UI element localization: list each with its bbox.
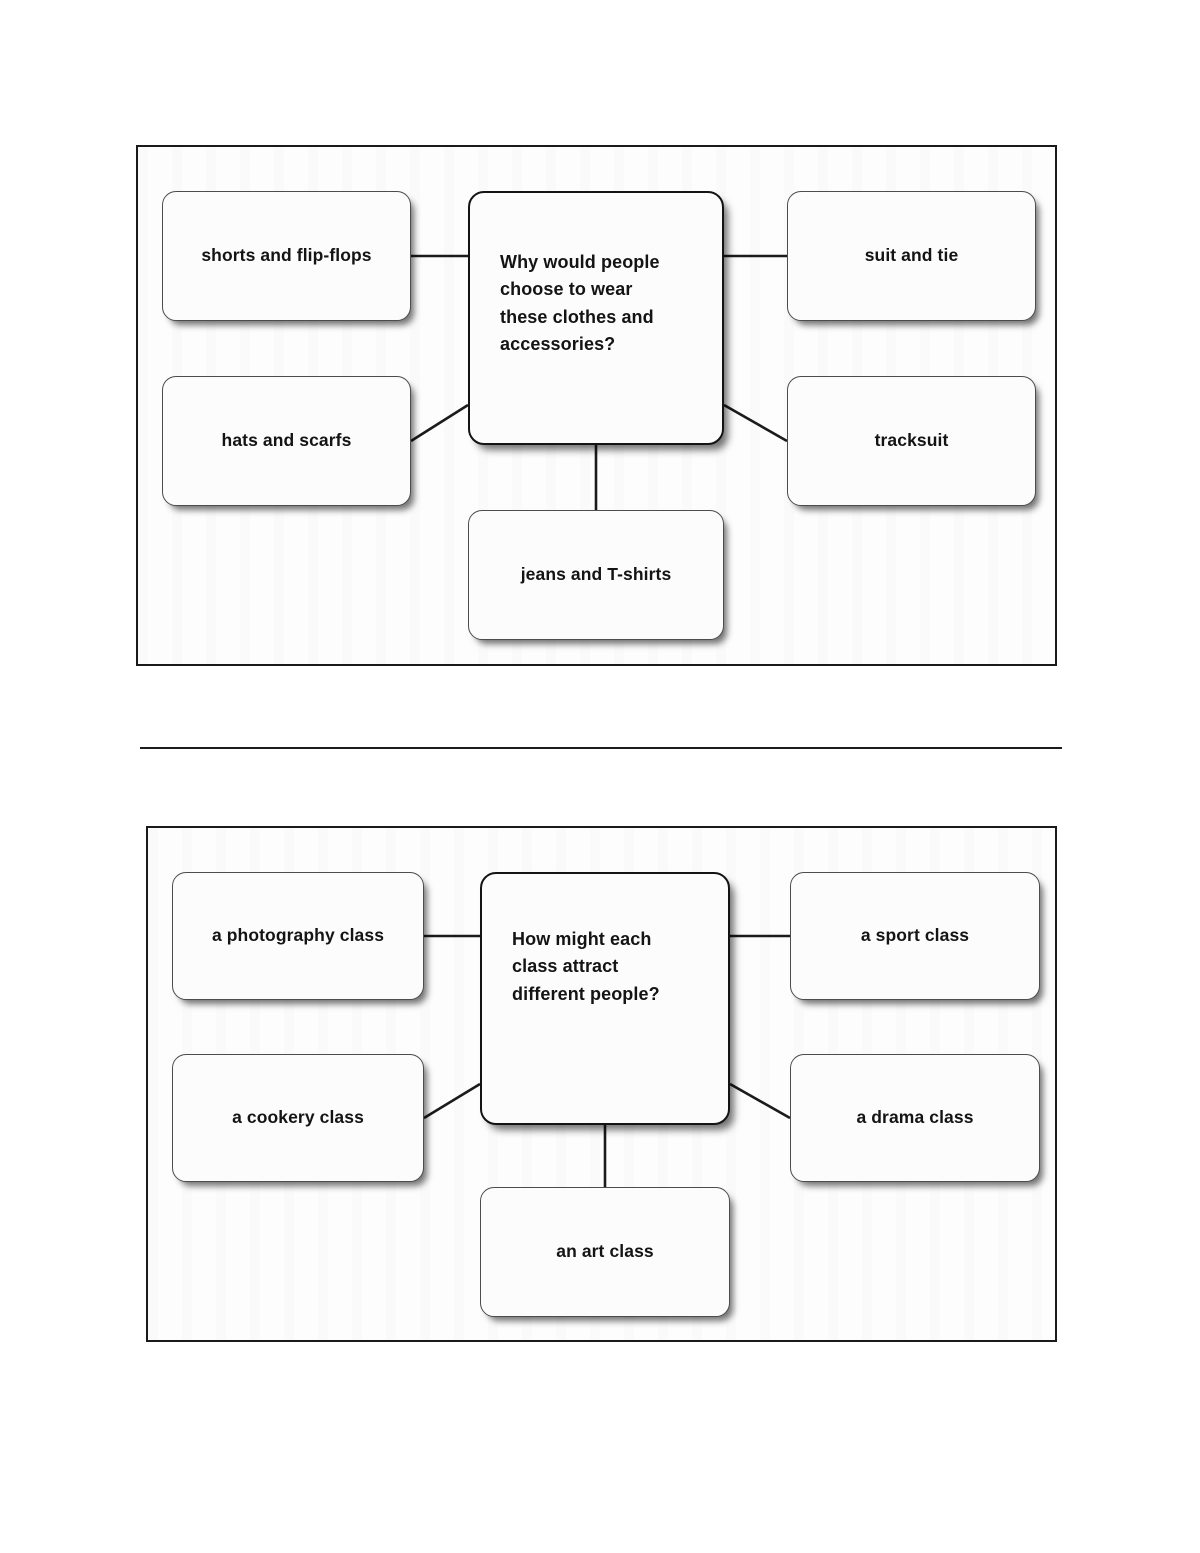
- node-label: suit and tie: [864, 245, 959, 266]
- connector-left-bottom: [423, 1082, 481, 1120]
- node-an-art-class[interactable]: an art class: [480, 1187, 730, 1317]
- node-label: a photography class: [211, 925, 385, 946]
- node-hats-and-scarfs[interactable]: hats and scarfs: [162, 376, 411, 506]
- node-shorts-and-flip-flops[interactable]: shorts and flip-flops: [162, 191, 411, 321]
- node-label: tracksuit: [874, 430, 949, 451]
- node-a-drama-class[interactable]: a drama class: [790, 1054, 1040, 1182]
- node-label: a cookery class: [232, 1107, 364, 1128]
- node-a-photography-class[interactable]: a photography class: [172, 872, 424, 1000]
- node-label: a sport class: [860, 925, 970, 946]
- node-label: hats and scarfs: [221, 430, 352, 451]
- node-a-sport-class[interactable]: a sport class: [790, 872, 1040, 1000]
- node-label: shorts and flip-flops: [201, 245, 372, 266]
- node-a-cookery-class[interactable]: a cookery class: [172, 1054, 424, 1182]
- node-tracksuit[interactable]: tracksuit: [787, 376, 1036, 506]
- connector-right-bottom: [729, 1082, 791, 1120]
- node-suit-and-tie[interactable]: suit and tie: [787, 191, 1036, 321]
- node-label: a drama class: [856, 1107, 974, 1128]
- node-jeans-and-tshirts[interactable]: jeans and T-shirts: [468, 510, 724, 640]
- connector-left-bottom: [410, 403, 469, 443]
- connector-right-bottom: [723, 403, 788, 443]
- node-label: jeans and T-shirts: [520, 564, 672, 585]
- section-divider: [140, 747, 1062, 749]
- node-label: an art class: [556, 1241, 654, 1262]
